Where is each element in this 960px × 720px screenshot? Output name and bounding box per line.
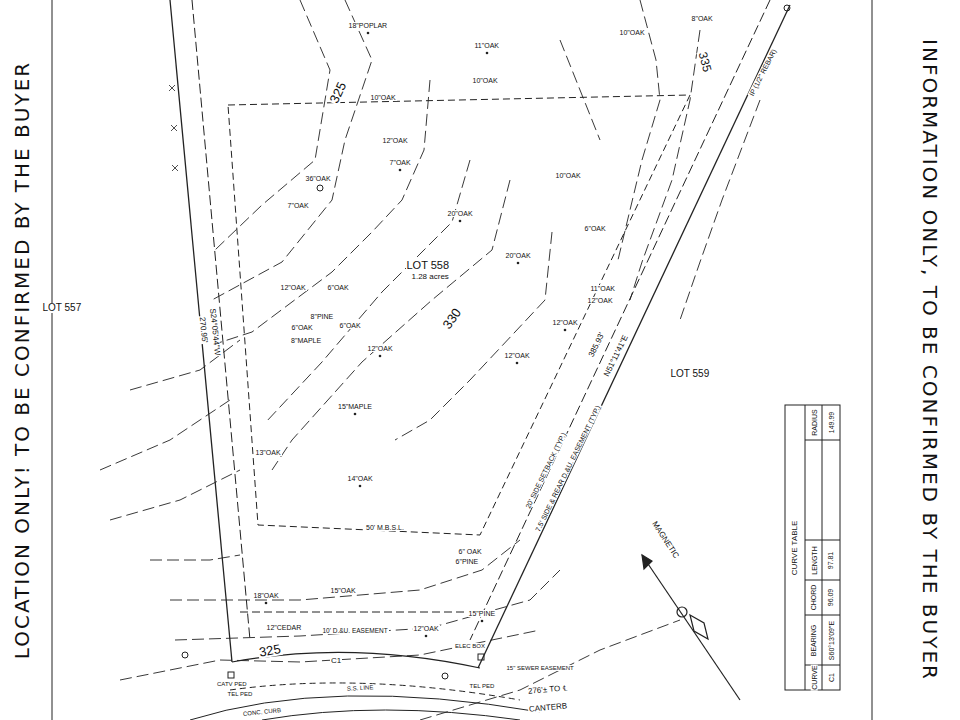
lot-label: LOT 557 — [42, 303, 83, 313]
table-cell: CURVE — [810, 664, 817, 690]
note: LOCATION ONLY! TO BE CONFIRMED BY THE BU… — [12, 60, 32, 660]
tree-label: 6"OAK — [327, 284, 350, 291]
tree-label: 6"PINE — [455, 558, 480, 565]
tree-label: 7"OAK — [389, 159, 412, 166]
tree-label: 15"OAK — [330, 587, 357, 594]
contour-value: 335 — [696, 50, 713, 74]
tree-label: 20"OAK — [505, 252, 532, 259]
table-cell: RADIUS — [810, 408, 817, 436]
contour-value: 325 — [327, 79, 349, 106]
tree-label: 13"OAK — [255, 449, 282, 456]
tree-label: 14"OAK — [347, 475, 374, 482]
easement-label: 10' D.&U. EASEMENT — [322, 628, 389, 635]
utility-label: ELEC BOX — [454, 643, 486, 649]
table-title: CURVE TABLE — [791, 520, 799, 577]
table-cell: C1 — [827, 672, 834, 683]
tree-label: 12"OAK — [552, 319, 579, 326]
lot-label: LOT 559 — [670, 369, 711, 379]
curve-label: C1 — [330, 657, 342, 665]
table-cell: LENGTH — [810, 545, 817, 575]
tree-label: 15"PINE — [468, 610, 497, 617]
bearing-label: N51°11'41"E — [602, 333, 630, 379]
table-cell: 97.81 — [827, 550, 834, 570]
tree-label: 10"OAK — [555, 172, 582, 179]
easement-label: 15" SEWER EASEMENT — [506, 665, 575, 671]
table-cell: CHORD — [810, 583, 817, 611]
tree-label: 6" OAK — [458, 548, 483, 555]
setback-label: 20' SIDE SETBACK (TYP.) — [523, 430, 567, 510]
tree-label: 12"OAK — [587, 297, 614, 304]
tree-label: 10"OAK — [370, 94, 397, 101]
street-name: CANTERB — [528, 702, 569, 713]
tree-label: 8"PINE — [310, 313, 335, 320]
tree-label: 6"OAK — [584, 225, 607, 232]
distance-label: 270.95' — [198, 316, 209, 345]
setback-label: 50' M.B.S.L. — [365, 524, 405, 531]
tree-label: 6"OAK — [291, 324, 314, 331]
tree-label: 12"OAK — [504, 352, 531, 359]
tree-label: 6"OAK — [339, 322, 362, 329]
tree-label: 10"OAK — [472, 77, 499, 84]
lot-label: LOT 558 — [406, 260, 451, 271]
monument-label: IP (1/2" REBAR) — [747, 47, 777, 98]
tree-label: 8"OAK — [691, 15, 714, 22]
tree-label: 12"OAK — [280, 284, 307, 291]
utility-label: CATV PED — [216, 681, 248, 687]
tree-label: 10"OAK — [619, 29, 646, 36]
table-cell: BEARING — [810, 623, 817, 657]
utility-label: TEL PED — [469, 683, 496, 689]
tree-label: 36"OAK — [305, 175, 332, 182]
note: INFORMATION ONLY, TO BE CONFIRMED BY THE… — [920, 38, 940, 682]
tree-label: 12"OAK — [413, 625, 440, 632]
tree-label: 12"OAK — [367, 345, 394, 352]
table-cell: S60°13'09"E — [828, 619, 835, 660]
tree-label: 20"OAK — [447, 210, 474, 217]
bearing-label: S24°05'44"W — [208, 307, 221, 357]
tree-label: 15"MAPLE — [337, 403, 373, 410]
distance-label: 276'± TO ℄ — [527, 684, 569, 696]
utility-label: TEL PED — [227, 691, 254, 697]
tree-label: 12"OAK — [382, 137, 409, 144]
tree-label: 11"OAK — [590, 285, 617, 292]
tree-label: 12"CEDAR — [266, 624, 303, 631]
area-label: 1.28 acres — [411, 273, 450, 281]
curb-label: CONC. CURB — [242, 707, 282, 717]
table-cell: 149.99 — [828, 410, 835, 433]
tree-label: 8"MAPLE — [290, 337, 322, 344]
utility-label: S.S. LINE — [346, 684, 375, 691]
table-cell: 96.09 — [827, 587, 834, 607]
tree-label: 18"POPLAR — [348, 22, 389, 29]
tree-label: 7"OAK — [287, 202, 310, 209]
tree-label: 11"OAK — [474, 42, 501, 49]
tree-label: 18"OAK — [253, 592, 280, 599]
north-arrow-label: MAGNETIC — [650, 519, 681, 560]
contour-value: 330 — [440, 305, 464, 332]
contour-value: 325 — [257, 642, 283, 659]
